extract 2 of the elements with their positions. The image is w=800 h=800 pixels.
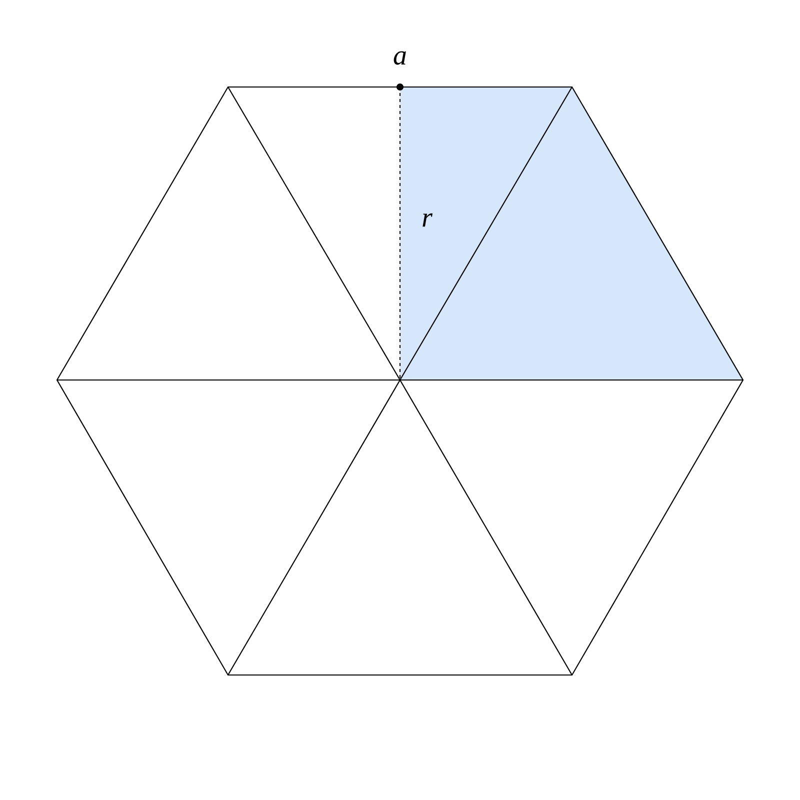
point-label: a: [394, 51, 406, 65]
radius-label: r: [422, 213, 433, 227]
